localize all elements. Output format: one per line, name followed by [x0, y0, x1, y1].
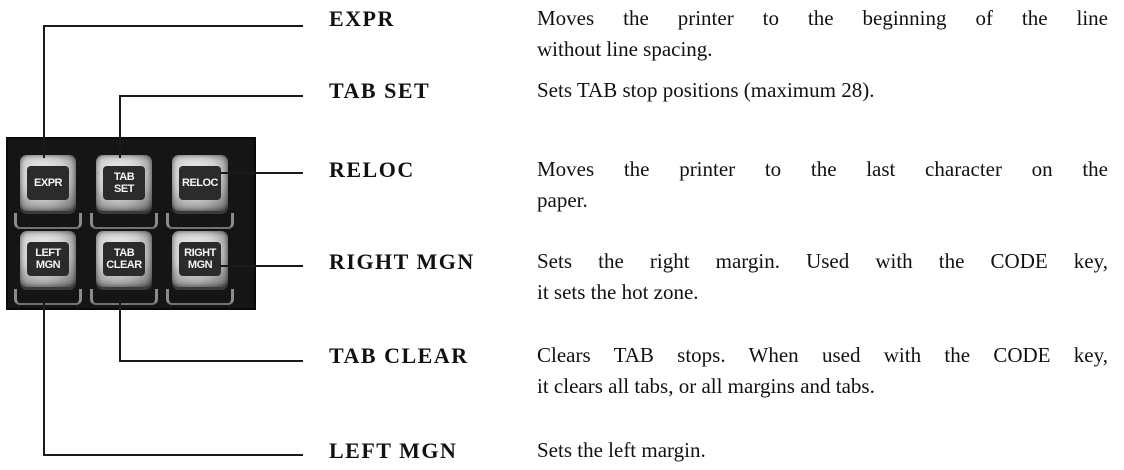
expr-description: Moves the printer to the beginning of th… — [537, 3, 1108, 65]
expr-key: EXPR — [14, 155, 82, 229]
expr-label: EXPR — [329, 6, 395, 31]
expr-callout-horizontal — [43, 25, 303, 27]
left-mgn-callout-horizontal — [43, 454, 303, 456]
right-mgn-description-line-1: Sets the right margin. Used with the COD… — [537, 249, 1108, 273]
left-mgn-callout-vertical — [43, 300, 45, 456]
tab-clear-key-label: TAB CLEAR — [103, 242, 145, 276]
tab-set-key: TAB SET — [90, 155, 158, 229]
tab-set-label: TAB SET — [329, 78, 431, 103]
right-mgn-label: RIGHT MGN — [329, 249, 475, 274]
right-mgn-key: RIGHT MGN — [166, 231, 234, 305]
tab-clear-label: TAB CLEAR — [329, 343, 469, 368]
left-mgn-label: LEFT MGN — [329, 438, 458, 463]
reloc-description-line-2: paper. — [537, 188, 588, 212]
tab-set-description: Sets TAB stop positions (maximum 28). — [537, 75, 1108, 106]
right-mgn-key-label: RIGHT MGN — [179, 242, 221, 276]
left-mgn-description-line-1: Sets the left margin. — [537, 438, 706, 462]
left-mgn-description: Sets the left margin. — [537, 435, 1108, 466]
tab-set-key-label: TAB SET — [103, 166, 145, 200]
right-mgn-description: Sets the right margin. Used with the COD… — [537, 246, 1108, 308]
tab-clear-description-line-2: it clears all tabs, or all margins and t… — [537, 374, 875, 398]
expr-description-line-2: without line spacing. — [537, 37, 713, 61]
keypad-photo: EXPR TAB SET RELOC LEFT MGN TAB CLEAR RI… — [6, 137, 256, 310]
tab-clear-description: Clears TAB stops. When used with the COD… — [537, 340, 1108, 402]
reloc-callout — [220, 172, 303, 174]
tab-set-callout-vertical — [119, 95, 121, 158]
reloc-key: RELOC — [166, 155, 234, 229]
right-mgn-description-line-2: it sets the hot zone. — [537, 280, 699, 304]
tab-set-description-line-1: Sets TAB stop positions (maximum 28). — [537, 78, 875, 102]
tab-clear-description-line-1: Clears TAB stops. When used with the COD… — [537, 343, 1108, 367]
tab-set-callout-horizontal — [119, 95, 303, 97]
tab-clear-callout-vertical — [119, 300, 121, 362]
reloc-description-line-1: Moves the printer to the last character … — [537, 157, 1108, 181]
left-mgn-key: LEFT MGN — [14, 231, 82, 305]
expr-key-label: EXPR — [27, 166, 69, 200]
tab-clear-key: TAB CLEAR — [90, 231, 158, 305]
expr-description-line-1: Moves the printer to the beginning of th… — [537, 6, 1108, 30]
reloc-key-label: RELOC — [179, 166, 221, 200]
tab-clear-callout-horizontal — [119, 360, 303, 362]
right-mgn-callout — [220, 265, 303, 267]
reloc-description: Moves the printer to the last character … — [537, 154, 1108, 216]
reloc-label: RELOC — [329, 157, 415, 182]
left-mgn-key-label: LEFT MGN — [27, 242, 69, 276]
expr-callout-vertical — [43, 25, 45, 158]
